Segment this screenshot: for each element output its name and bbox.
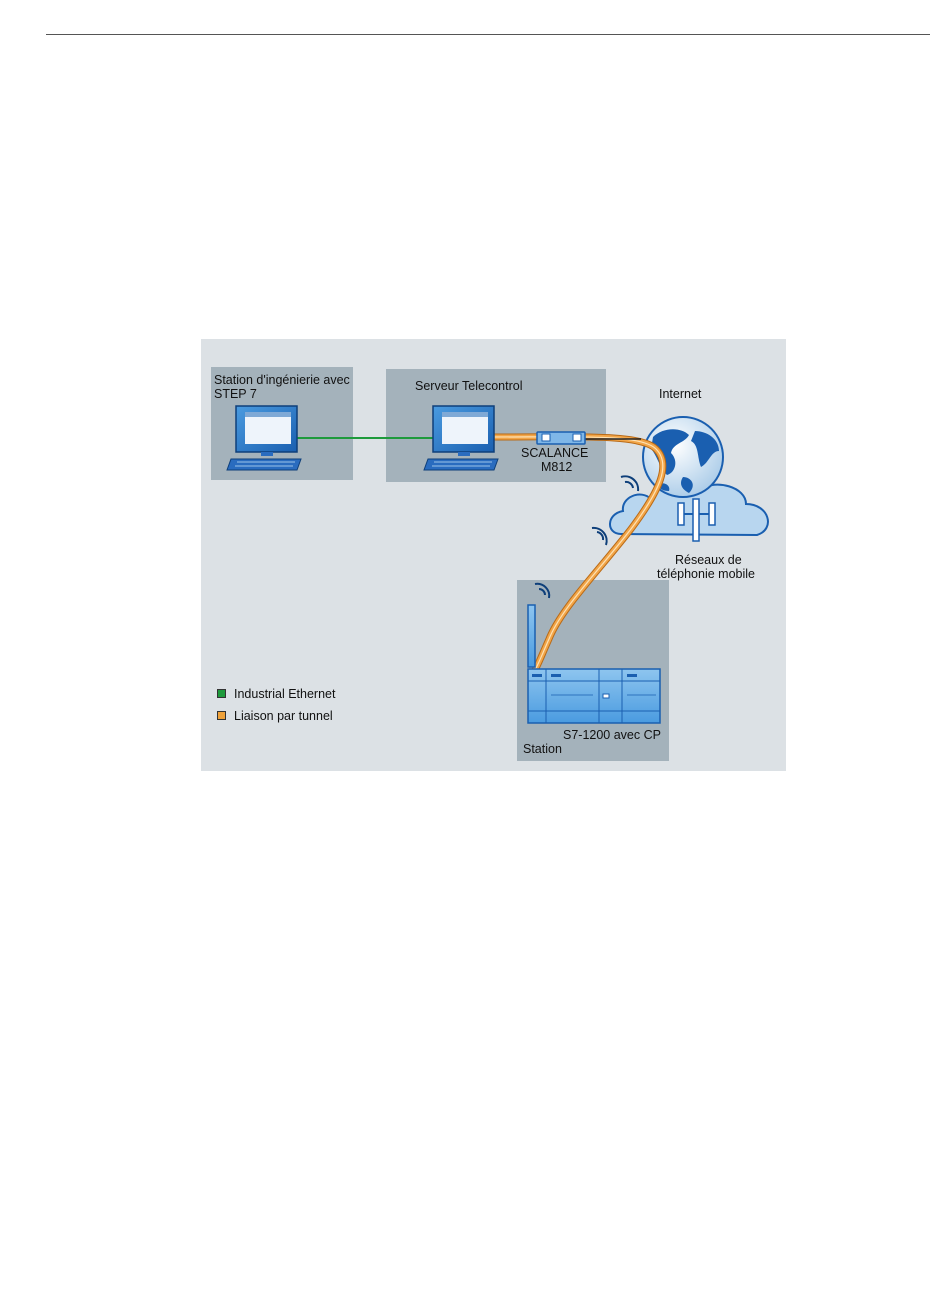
engineering-pc-icon: [227, 406, 301, 470]
legend-label-tunnel: Liaison par tunnel: [234, 709, 333, 723]
internet-label: Internet: [659, 387, 701, 401]
engineering-station-label-line2: STEP 7: [214, 387, 257, 401]
antenna-icon: [528, 605, 535, 667]
tunnel-link: [491, 437, 663, 670]
wireless-signal-icon: [592, 528, 607, 545]
wireless-signal-icon: [621, 476, 638, 491]
s7-1200-plc-icon: [528, 669, 660, 723]
scalance-label-line2: M812: [541, 460, 572, 474]
legend-swatch-tunnel: [217, 711, 226, 720]
engineering-station-label-line1: Station d'ingénierie avec: [214, 373, 350, 387]
mobile-network-label-line2: téléphonie mobile: [657, 567, 755, 581]
telecontrol-server-pc-icon: [424, 406, 498, 470]
mobile-network-label-line1: Réseaux de: [675, 553, 742, 567]
legend-swatch-industrial-ethernet: [217, 689, 226, 698]
scalance-router-icon: [537, 432, 585, 444]
wireless-signal-icon: [535, 584, 549, 598]
plc-label: S7-1200 avec CP: [563, 728, 661, 742]
network-diagram: Station d'ingénierie avec STEP 7 Serveur…: [201, 339, 786, 771]
station-label: Station: [523, 742, 562, 756]
scalance-label-line1: SCALANCE: [521, 446, 588, 460]
header-rule: [46, 34, 930, 35]
legend-label-industrial-ethernet: Industrial Ethernet: [234, 687, 335, 701]
telecontrol-server-label: Serveur Telecontrol: [415, 379, 522, 393]
